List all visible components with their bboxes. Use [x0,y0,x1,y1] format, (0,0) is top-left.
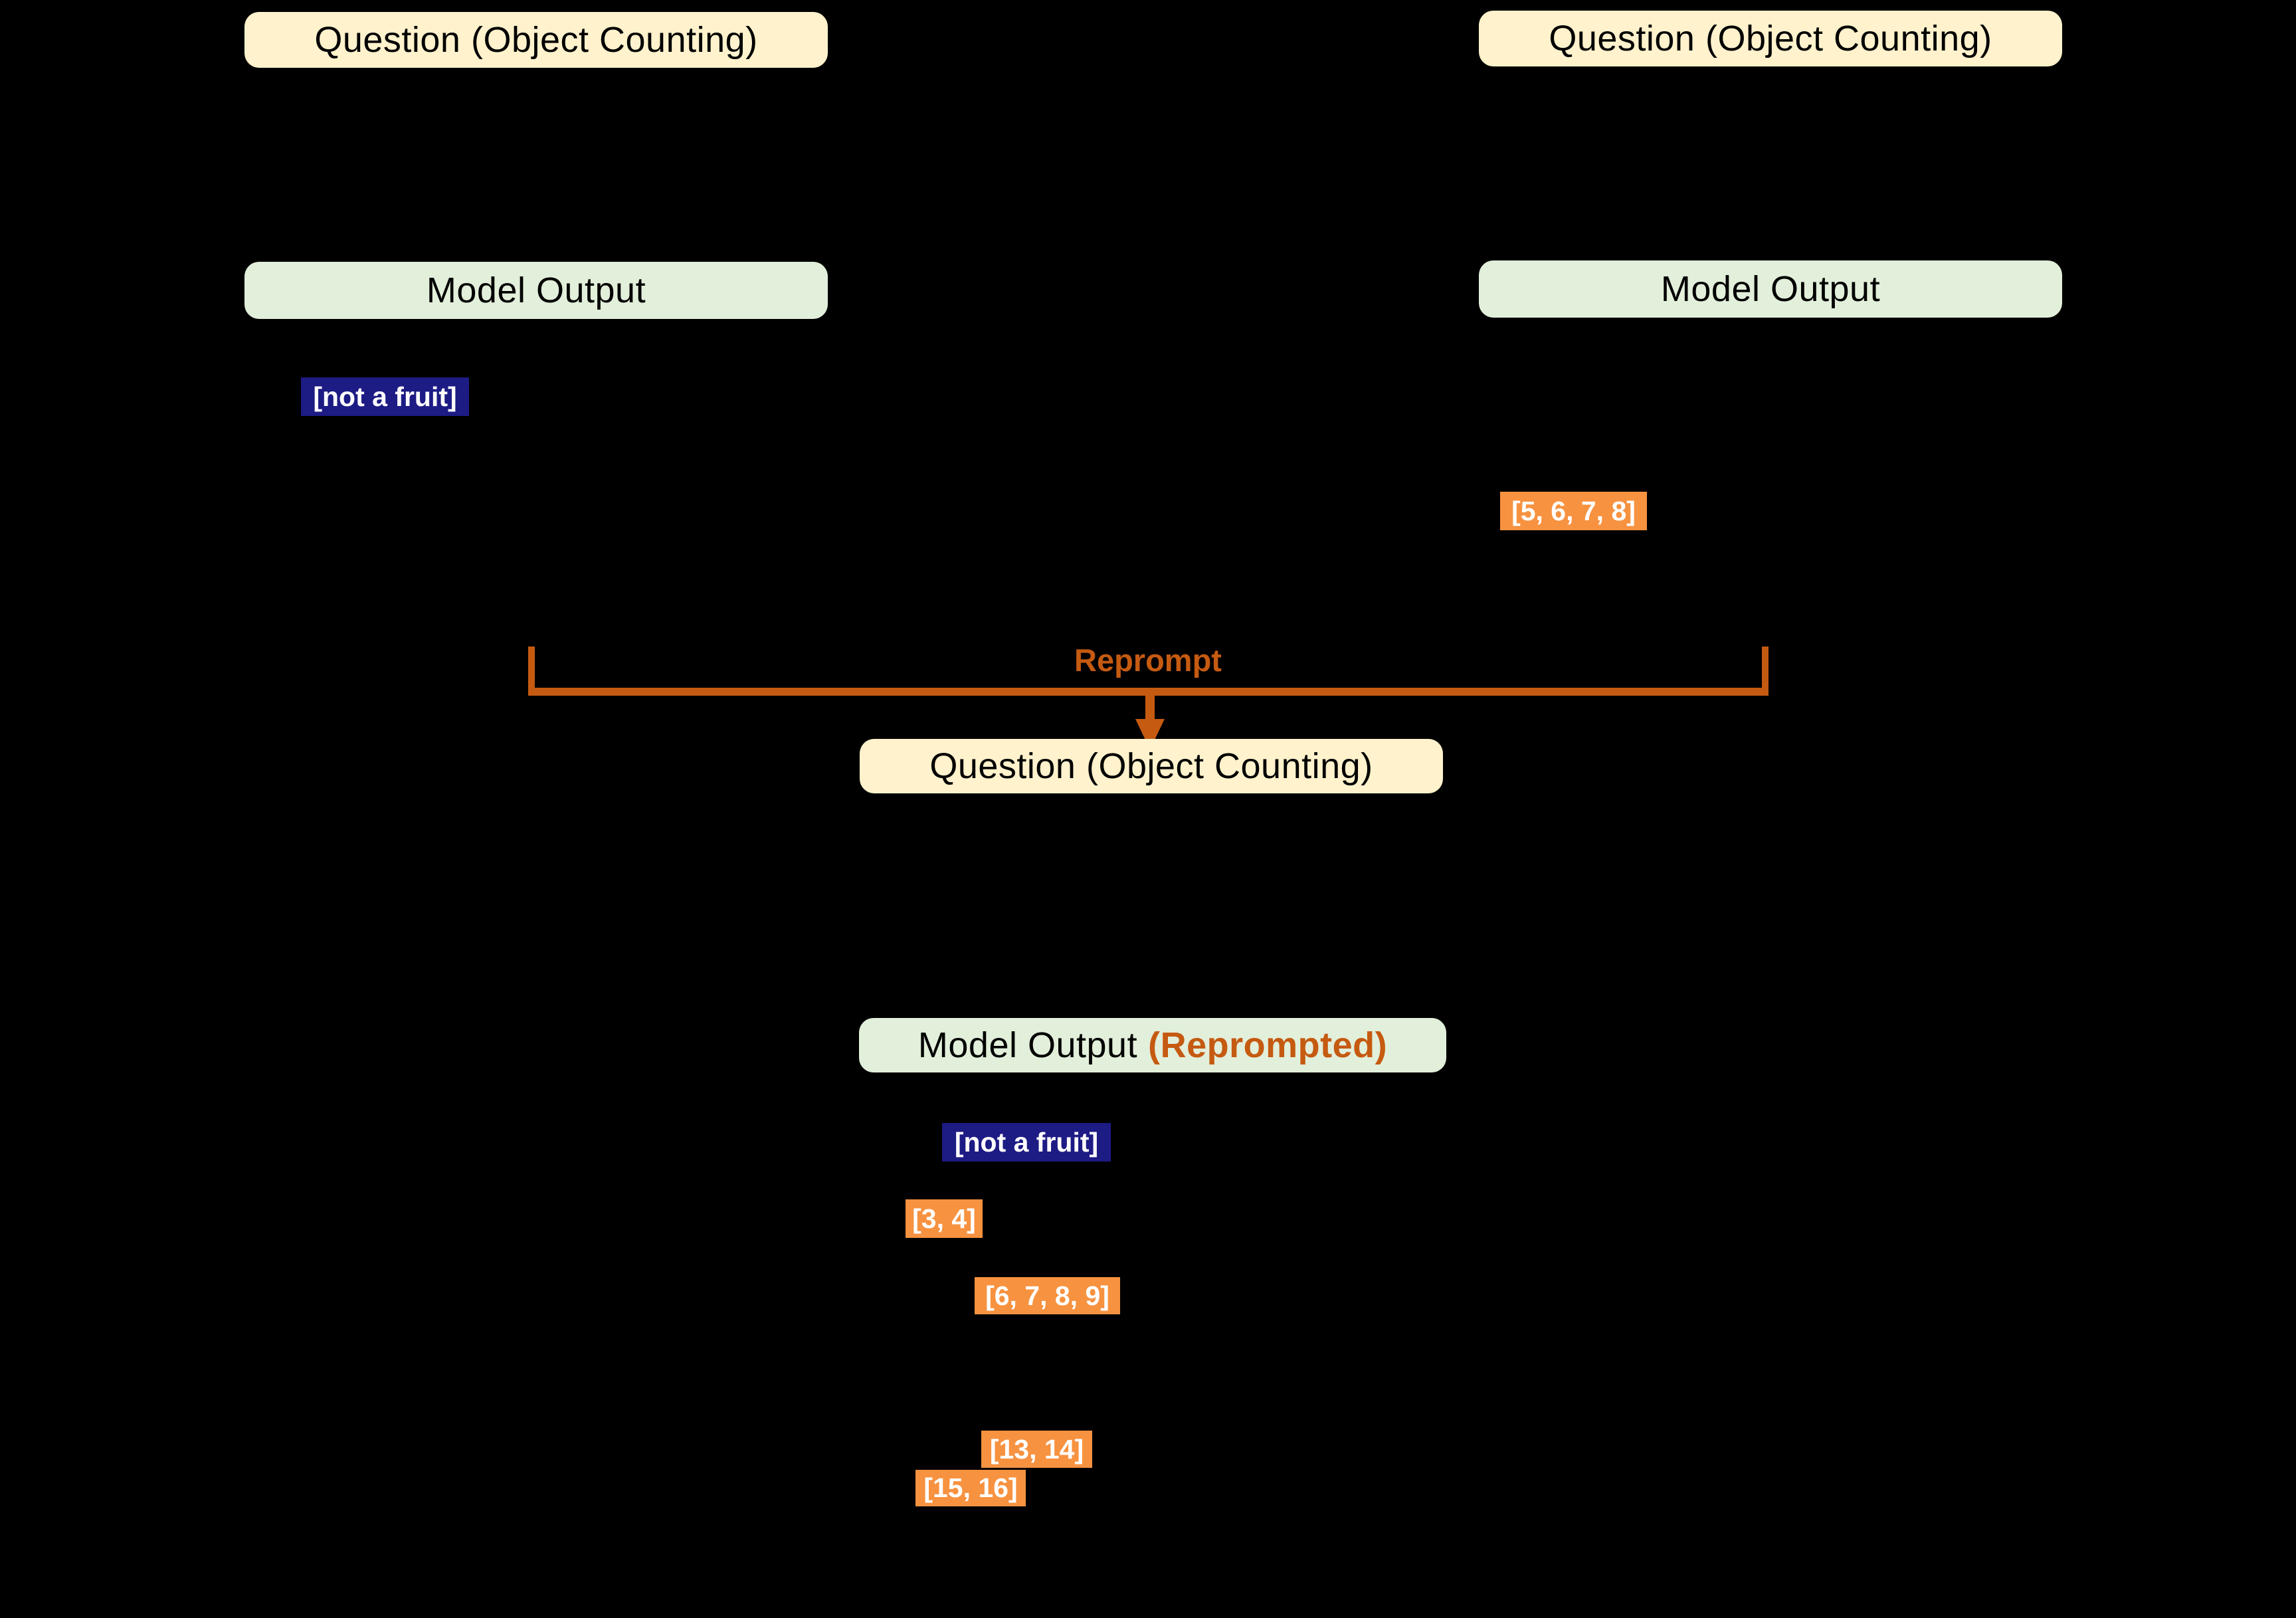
arrow-down-icon [1145,694,1155,720]
center-answer-text-1: [not a fruit] [954,1126,1099,1158]
left-model-output-label: Model Output [426,270,646,310]
left-answer-highlight: [not a fruit] [301,377,469,416]
center-answer-highlight-2: [3, 4] [906,1199,983,1238]
center-answer-text-2: [3, 4] [912,1203,976,1234]
right-model-output-box: Model Output [1479,260,2062,318]
center-answer-highlight-3: [6, 7, 8, 9] [975,1277,1120,1314]
center-answer-highlight-1: [not a fruit] [942,1123,1111,1162]
center-question-label: Question (Object Counting) [929,746,1373,786]
center-answer-highlight-5: [15, 16] [915,1470,1026,1506]
right-question-label: Question (Object Counting) [1549,19,1992,58]
reprompted-output-label: Model Output [917,1025,1138,1065]
center-answer-text-3: [6, 7, 8, 9] [985,1280,1109,1311]
right-question-box: Question (Object Counting) [1479,11,2062,66]
reprompt-bracket-bar [528,688,1769,696]
center-answer-highlight-4: [13, 14] [981,1431,1092,1468]
reprompted-output-box: Model Output (Reprompted) [859,1018,1446,1072]
center-answer-text-5: [15, 16] [923,1472,1018,1503]
left-answer-text: [not a fruit] [313,381,457,412]
center-answer-text-4: [13, 14] [989,1433,1084,1465]
reprompted-output-suffix: (Reprompted) [1148,1025,1388,1065]
reprompt-label: Reprompt [1074,643,1222,678]
reprompt-bracket-left-tick [528,647,535,695]
left-question-box: Question (Object Counting) [244,12,828,68]
right-answer-highlight: [5, 6, 7, 8] [1500,492,1647,530]
reprompt-bracket-right-tick [1762,647,1769,695]
right-answer-text: [5, 6, 7, 8] [1511,495,1636,526]
center-question-box: Question (Object Counting) [860,739,1443,793]
left-model-output-box: Model Output [244,262,828,319]
left-question-label: Question (Object Counting) [314,20,758,60]
right-model-output-label: Model Output [1660,269,1881,309]
